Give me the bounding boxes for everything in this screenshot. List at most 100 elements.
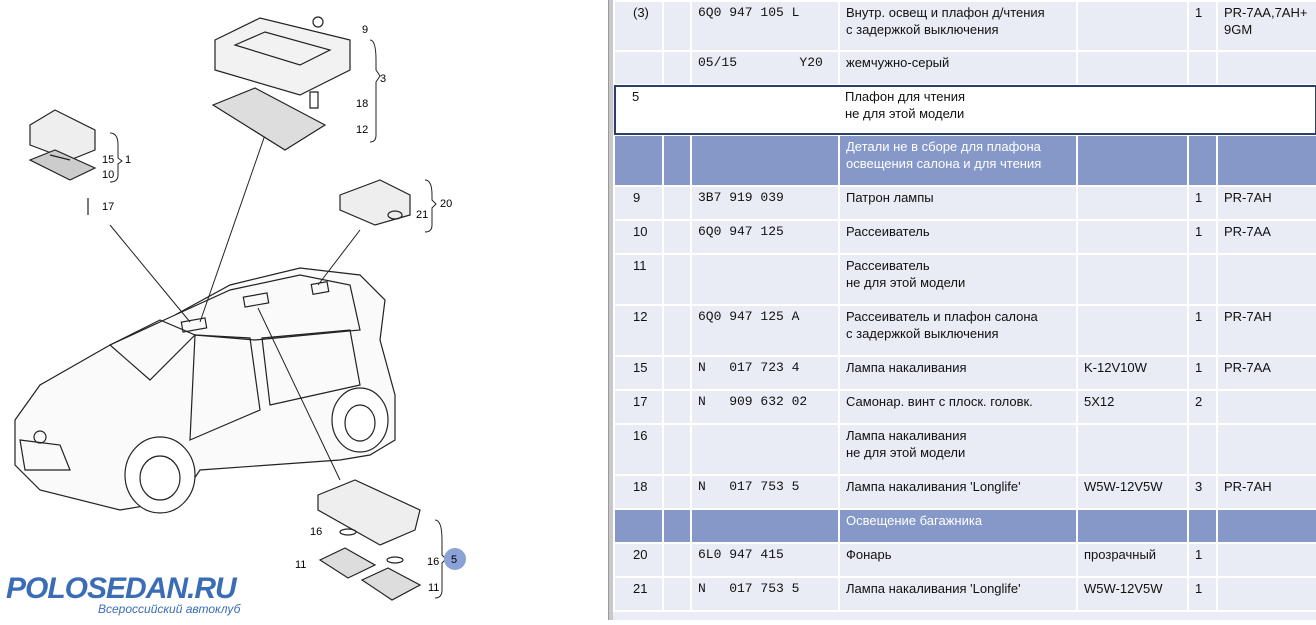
description-cell: Освещение багажника — [838, 508, 1078, 544]
qty-cell — [1187, 134, 1218, 187]
note-cell: W5W-12V5W — [1076, 474, 1189, 510]
description-cell: Фонарь — [838, 542, 1078, 578]
part-number-cell — [690, 508, 840, 544]
spacer-cell — [662, 50, 692, 86]
part-number-cell — [691, 85, 839, 135]
pos-cell — [613, 508, 664, 544]
pos-cell: 5 — [614, 85, 663, 135]
qty-cell: 1 — [1187, 219, 1218, 255]
reading-light — [28, 109, 97, 215]
qty-cell: 3 — [1187, 474, 1218, 510]
callout-1: 1 — [125, 154, 131, 166]
model-cell — [1216, 542, 1316, 578]
qty-cell: 1 — [1187, 355, 1218, 391]
note-cell — [1076, 219, 1189, 255]
panel-splitter[interactable] — [608, 0, 613, 620]
qty-cell: 1 — [1187, 0, 1218, 52]
part-number-cell: 05/15 Y20 — [690, 50, 840, 86]
callout-10: 10 — [102, 169, 114, 181]
description-cell: Лампа накаливания — [838, 355, 1078, 391]
pos-cell: 17 — [613, 389, 664, 425]
callout-21: 21 — [416, 209, 428, 221]
part-number-cell — [690, 253, 840, 306]
spacer-cell — [662, 304, 692, 357]
qty-cell: 1 — [1187, 542, 1218, 578]
section-header-row[interactable]: Освещение багажника — [613, 508, 1316, 544]
model-cell — [1216, 576, 1316, 612]
note-cell: прозрачный — [1076, 542, 1189, 578]
description-cell: Рассеиватель — [838, 219, 1078, 255]
note-cell — [1076, 423, 1189, 476]
note-cell: K-12V10W — [1076, 355, 1189, 391]
model-cell: PR-7AA,7AH+9GM — [1216, 0, 1316, 52]
part-number-cell: 6Q0 947 105 L — [690, 0, 840, 52]
qty-cell: 1 — [1187, 304, 1218, 357]
part-number-cell: N 017 723 4 — [690, 355, 840, 391]
qty-cell — [1187, 50, 1218, 86]
part-number-cell — [690, 423, 840, 476]
callout-12: 12 — [356, 124, 368, 136]
description-cell: Лампа накаливания 'Longlife' — [838, 474, 1078, 510]
qty-cell — [1187, 423, 1218, 476]
car-illustration — [14, 267, 396, 514]
model-cell — [1216, 389, 1316, 425]
spacer-cell — [662, 134, 692, 187]
qty-cell — [1187, 508, 1218, 544]
qty-cell: 1 — [1187, 576, 1218, 612]
spacer-cell — [662, 576, 692, 612]
callout-11a: 11 — [295, 559, 306, 571]
callout-11b: 11 — [428, 582, 439, 594]
pos-cell — [613, 50, 664, 86]
pos-cell — [613, 134, 664, 187]
note-cell — [1076, 508, 1189, 544]
model-cell — [1217, 85, 1316, 135]
logo: POLOSEDAN.RU Всероссийский автоклуб — [6, 572, 240, 616]
model-cell: PR-7AH — [1216, 304, 1316, 357]
note-cell: W5W-12V5W — [1076, 576, 1189, 612]
note-cell — [1076, 253, 1189, 306]
pos-cell: 18 — [613, 474, 664, 510]
model-cell: PR-7AA — [1216, 219, 1316, 255]
callout-15: 15 — [102, 154, 114, 166]
pos-cell: 16 — [613, 423, 664, 476]
parts-diagram: 9 3 18 12 15 1 10 17 20 21 16 16 5 11 11… — [0, 0, 608, 620]
part-number-cell: 6Q0 947 125 A — [690, 304, 840, 357]
model-cell — [1216, 134, 1316, 187]
spacer-cell — [662, 253, 692, 306]
pos-cell: 21 — [613, 576, 664, 612]
reading-lamp-lower — [317, 479, 422, 601]
spacer-cell — [662, 508, 692, 544]
spacer-cell — [663, 85, 691, 135]
part-number-cell: N 909 632 02 — [690, 389, 840, 425]
model-cell: PR-7AH — [1216, 474, 1316, 510]
note-cell — [1076, 185, 1189, 221]
spacer-cell — [662, 423, 692, 476]
part-number-cell: 6Q0 947 125 — [690, 219, 840, 255]
description-cell: жемчужно-серый — [838, 50, 1078, 86]
model-cell — [1216, 253, 1316, 306]
pos-cell: 15 — [613, 355, 664, 391]
qty-cell: 1 — [1187, 185, 1218, 221]
pos-cell: 9 — [613, 185, 664, 221]
note-cell — [1076, 0, 1189, 52]
callout-17: 17 — [102, 201, 114, 213]
